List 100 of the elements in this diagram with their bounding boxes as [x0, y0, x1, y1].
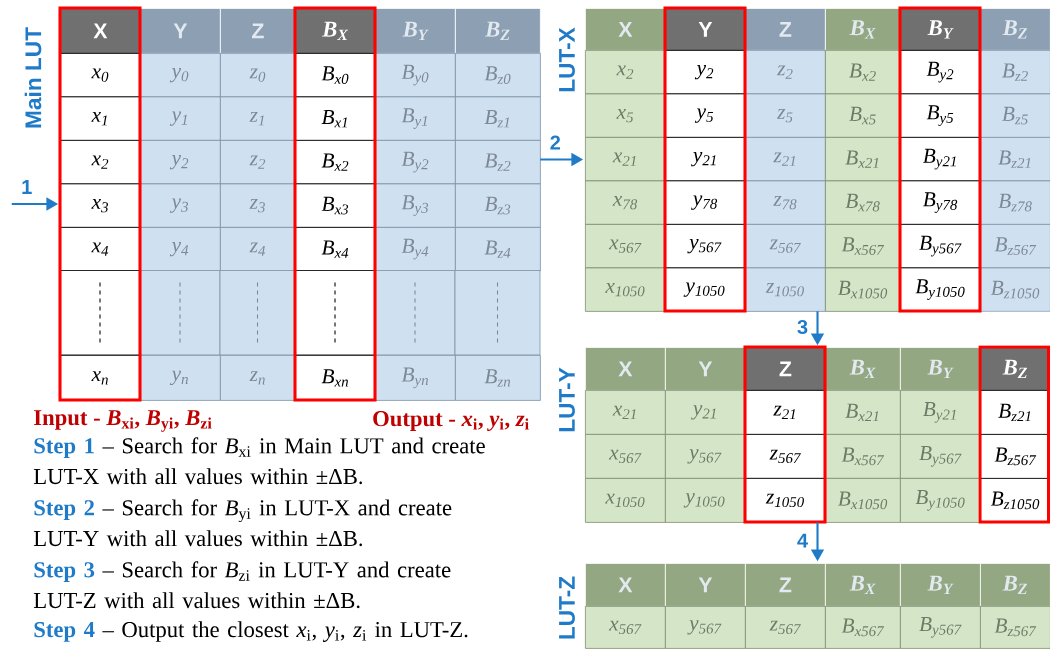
table-title: LUT-Y	[559, 367, 575, 432]
table-cell: x$_{567}$	[585, 224, 666, 269]
table-cell: B$_{x5}$	[825, 93, 901, 138]
header-cell: B$_{X}$	[825, 563, 901, 607]
header-cell: Z	[745, 8, 826, 51]
table-cell: x$_{4}$	[60, 227, 141, 272]
table-cell: B$_{z567}$	[980, 434, 1050, 479]
header-cell: B$_{Y}$	[900, 347, 981, 391]
table-title: LUT-X	[559, 27, 575, 92]
header-cell: B$_{Y}$	[900, 8, 981, 51]
table-cell: B$_{z567}$	[980, 224, 1050, 269]
table-cell: z$_{3}$	[220, 183, 296, 228]
edge-label: 3	[795, 318, 810, 336]
table-cell: B$_{x2}$	[295, 140, 376, 185]
table-cell: y$_{2}$	[140, 140, 221, 185]
table-cell: z$_{0}$	[220, 53, 296, 98]
table-cell: y$_{2}$	[665, 50, 746, 95]
table-cell: B$_{x3}$	[295, 183, 376, 228]
table-title: Main LUT	[24, 27, 42, 128]
arrow	[810, 311, 825, 346]
table-cell: B$_{x1}$	[295, 96, 376, 141]
table-cell: B$_{x4}$	[295, 227, 376, 272]
table-cell: B$_{y567}$	[900, 434, 981, 479]
table-cell: y$_{78}$	[665, 180, 746, 225]
table-cell: x$_{567}$	[585, 606, 666, 649]
table-cell: B$_{z1050}$	[980, 267, 1050, 312]
table-cell: B$_{x567}$	[825, 434, 901, 479]
header-cell: Y	[665, 8, 746, 51]
table-cell: B$_{x0}$	[295, 53, 376, 98]
table-cell: z$_{1050}$	[745, 267, 826, 312]
table-cell: z$_{n}$	[220, 355, 296, 401]
table-cell: x$_{78}$	[585, 180, 666, 225]
table-cell: B$_{yn}$	[375, 355, 456, 401]
table-cell: B$_{x78}$	[825, 180, 901, 225]
header-cell: B$_{X}$	[295, 8, 376, 54]
table-cell: z$_{21}$	[745, 390, 826, 435]
table-cell: B$_{z4}$	[455, 227, 541, 272]
table-cell: y$_{3}$	[140, 183, 221, 228]
header-cell: X	[585, 347, 666, 391]
table-cell: y$_{1050}$	[665, 478, 746, 523]
table-cell: B$_{x2}$	[825, 50, 901, 95]
table-cell: B$_{y78}$	[900, 180, 981, 225]
table-cell: y$_{1050}$	[665, 267, 746, 312]
table-cell: y$_{1}$	[140, 96, 221, 141]
table-cell: B$_{x1050}$	[825, 478, 901, 523]
table-cell: y$_{0}$	[140, 53, 221, 98]
step-text: Step 1 – Search for B$_{xi}$ in Main LUT and create LUT-X with all values within ±ΔB.	[33, 437, 485, 485]
table-cell: B$_{y1050}$	[900, 267, 981, 312]
table-cell: B$_{y1050}$	[900, 478, 981, 523]
table-cell: x$_{1}$	[60, 96, 141, 141]
table-cell: B$_{y4}$	[375, 227, 456, 272]
table-cell: B$_{y567}$	[900, 606, 981, 649]
header-cell: Z	[745, 347, 826, 391]
table-cell: B$_{y21}$	[900, 390, 981, 435]
table-cell: B$_{z78}$	[980, 180, 1050, 225]
output-text: Output - x$_{i}$, y$_{i}$, z$_{i}$	[373, 411, 529, 431]
table-cell: y$_{21}$	[665, 137, 746, 182]
table-cell: B$_{z1050}$	[980, 478, 1050, 523]
table-cell: B$_{y2}$	[900, 50, 981, 95]
table-cell: z$_{567}$	[745, 606, 826, 649]
table-cell: x$_{2}$	[60, 140, 141, 185]
step-text: Step 3 – Search for B$_{zi}$ in LUT-Y and create LUT-Z with all values within ±ΔB.	[33, 561, 451, 609]
table-cell: x$_{2}$	[585, 50, 666, 95]
header-cell: Y	[140, 8, 221, 54]
table-cell: y$_{567}$	[665, 224, 746, 269]
table-cell: B$_{x567}$	[825, 224, 901, 269]
table-cell: z$_{4}$	[220, 227, 296, 272]
table-cell: B$_{y5}$	[900, 93, 981, 138]
table-cell: y$_{21}$	[665, 390, 746, 435]
table-cell: y$_{5}$	[665, 93, 746, 138]
table-cell: B$_{z5}$	[980, 93, 1050, 138]
header-cell: B$_{Y}$	[375, 8, 456, 54]
table-cell: B$_{z2}$	[980, 50, 1050, 95]
table-cell: B$_{x1050}$	[825, 267, 901, 312]
table-cell: B$_{z567}$	[980, 606, 1050, 649]
header-cell: B$_{Z}$	[980, 563, 1050, 607]
table-cell: B$_{z21}$	[980, 390, 1050, 435]
table-cell: B$_{x567}$	[825, 606, 901, 649]
table-cell: B$_{x21}$	[825, 390, 901, 435]
table-cell: y$_{4}$	[140, 227, 221, 272]
table-cell: y$_{n}$	[140, 355, 221, 401]
header-cell: Z	[220, 8, 296, 54]
table-cell: B$_{z3}$	[455, 183, 541, 228]
table-cell: B$_{y3}$	[375, 183, 456, 228]
table-cell: B$_{z2}$	[455, 140, 541, 185]
header-cell: B$_{X}$	[825, 8, 901, 51]
table-cell: y$_{567}$	[665, 606, 746, 649]
header-cell: B$_{X}$	[825, 347, 901, 391]
table-cell: x$_{3}$	[60, 183, 141, 228]
table-cell: x$_{0}$	[60, 53, 141, 98]
table-cell: B$_{y0}$	[375, 53, 456, 98]
table-cell: x$_{21}$	[585, 390, 666, 435]
arrow	[810, 522, 825, 562]
header-cell: B$_{Z}$	[980, 8, 1050, 51]
arrow	[11, 197, 59, 211]
table-cell: B$_{xn}$	[295, 355, 376, 401]
header-cell: Y	[665, 347, 746, 391]
edge-label: 2	[548, 134, 563, 151]
header-cell: X	[585, 563, 666, 607]
table-cell: B$_{y1}$	[375, 96, 456, 141]
